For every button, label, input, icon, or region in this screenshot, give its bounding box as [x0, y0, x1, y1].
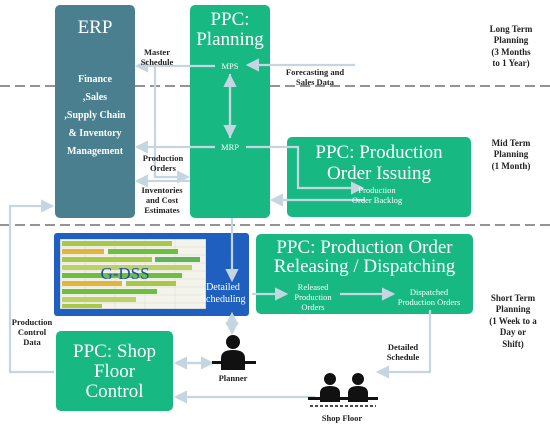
detailed-scheduling-line1: Detailed — [206, 282, 240, 293]
production-backlog-line2: Order Backlog — [351, 195, 403, 205]
inventories-line3: Estimates — [144, 205, 180, 215]
released-orders-line1: Released — [297, 282, 329, 292]
shop-floor-workers-icon — [308, 373, 378, 407]
detailed-schedule-line1: Detailed — [387, 342, 419, 352]
sfc-title-line1: PPC: Shop — [73, 341, 156, 362]
planner-label: Planner — [218, 373, 248, 383]
erp-title: ERP — [77, 17, 113, 38]
erp-box: ERP Finance ,Sales ,Supply Chain & Inven… — [55, 5, 135, 218]
detailed-scheduling-line2: Scheduling — [200, 294, 246, 305]
released-orders-line3: Orders — [301, 302, 325, 312]
ppc-releasing-box: PPC: Production Order Releasing / Dispat… — [256, 234, 473, 314]
erp-line: ,Supply Chain — [64, 110, 126, 121]
dispatched-to-shopfloor-arrow — [375, 310, 432, 379]
mps-label: MPS — [221, 61, 239, 71]
long-term-line4: to 1 Year) — [492, 58, 530, 68]
mrp-to-issuing-arrow — [246, 145, 365, 195]
sfc-title-line3: Control — [85, 381, 144, 402]
mid-term-line2: Planning — [493, 149, 529, 159]
releasing-title-line2: Releasing / Dispatching — [273, 256, 456, 277]
production-backlog-line1: Production — [358, 185, 396, 195]
shop-floor-label: Shop Floor — [321, 413, 363, 423]
forecasting-line1: Forecasting and — [285, 67, 345, 77]
control-data-line2: Control — [17, 327, 47, 337]
long-term-line1: Long Term — [489, 24, 533, 34]
releasing-title-line1: PPC: Production Order — [276, 237, 453, 258]
long-term-line3: (3 Months — [491, 47, 531, 57]
inventories-line1: Inventories — [141, 185, 183, 195]
planning-title-line1: PPC: — [210, 9, 250, 30]
planning-title-line2: Planning — [196, 29, 264, 50]
gdss-schedule-chart — [60, 239, 206, 309]
erp-line: ,Sales — [82, 92, 108, 103]
master-schedule-line1: Master — [144, 47, 170, 57]
inventories-line2: and Cost — [145, 195, 179, 205]
short-term-line4: Day or — [499, 327, 527, 337]
production-orders-line1: Production — [142, 153, 184, 163]
short-term-line5: Shift) — [502, 339, 524, 349]
short-term-line1: Short Term — [490, 293, 536, 303]
sfc-title-line2: Floor — [93, 361, 136, 382]
mid-term-line1: Mid Term — [491, 138, 531, 148]
planner-icon — [212, 335, 256, 370]
control-data-to-erp-arrow — [8, 199, 55, 374]
mrp-label: MRP — [221, 142, 239, 152]
gdss-label: G-DSS — [100, 264, 150, 283]
mid-term-line3: (1 Month) — [491, 161, 531, 171]
erp-line: Finance — [78, 74, 112, 85]
short-term-line3: (1 Week to a — [489, 316, 537, 326]
production-orders-line2: Orders — [150, 163, 176, 173]
dispatched-orders-line2: Production Orders — [397, 297, 461, 307]
master-schedule-line2: Schedule — [140, 57, 174, 67]
long-term-line2: Planning — [493, 35, 529, 45]
control-data-line3: Data — [23, 337, 41, 347]
ppc-order-issuing-box: PPC: Production Order Issuing — [287, 137, 471, 217]
erp-line: Management — [66, 146, 124, 157]
gantt-bars — [62, 241, 200, 308]
released-orders-line2: Production — [294, 292, 332, 302]
issuing-title-line2: Order Issuing — [327, 163, 431, 184]
issuing-title-line1: PPC: Production — [315, 142, 443, 163]
ppc-shop-floor-control-box: PPC: Shop Floor Control — [56, 331, 173, 411]
erp-line: & Inventory — [68, 128, 122, 139]
forecasting-line2: Sales Data — [295, 77, 334, 87]
control-data-line1: Production — [11, 317, 53, 327]
detailed-schedule-line2: Schedule — [386, 352, 420, 362]
dispatched-orders-line1: Dispatched — [409, 287, 449, 297]
master-schedule-to-orders-arrow — [153, 66, 191, 184]
short-term-line2: Planning — [495, 304, 531, 314]
